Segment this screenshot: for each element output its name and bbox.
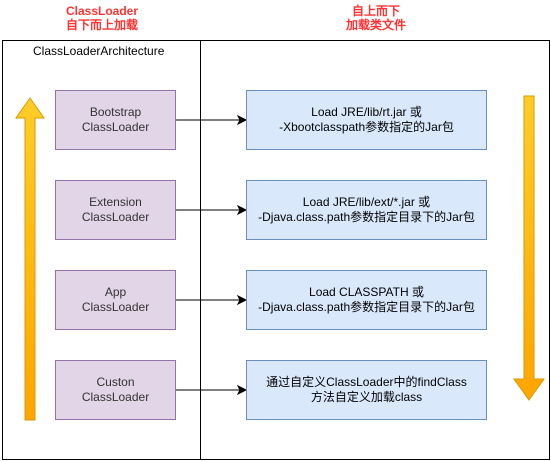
extension-classloader-box: Extension ClassLoader [55, 180, 176, 240]
bootstrap-description-box: Load JRE/lib/rt.jar 或 -Xbootclasspath参数指… [246, 90, 487, 150]
loader-name-line2: ClassLoader [81, 300, 150, 314]
left-title-line2: 自下而上加载 [65, 18, 138, 32]
desc-line2: -Djava.class.path参数指定目录下的Jar包 [258, 210, 475, 224]
connector-custom-head [236, 384, 248, 396]
right-title-line2: 加载类文件 [345, 18, 406, 32]
architecture-label: ClassLoaderArchitecture [33, 44, 165, 58]
desc-line1: Load CLASSPATH 或 [309, 285, 424, 299]
custom-classloader-box: Custon ClassLoader [55, 360, 176, 420]
desc-line2: 方法自定义加载class [310, 390, 423, 404]
loader-name-line1: Custon [96, 375, 135, 389]
architecture-frame-right [200, 40, 550, 460]
desc-line1: 通过自定义ClassLoader中的findClass [266, 375, 467, 389]
right-title: 自上而下 加载类文件 [326, 4, 426, 32]
connector-app-head [236, 294, 248, 306]
left-title-line1: ClassLoader [65, 4, 139, 18]
desc-line2: -Djava.class.path参数指定目录下的Jar包 [258, 300, 475, 314]
loader-name-line1: App [104, 285, 127, 299]
app-classloader-box: App ClassLoader [55, 270, 176, 330]
bootstrap-classloader-box: Bootstrap ClassLoader [55, 90, 176, 150]
top-down-arrow [513, 95, 545, 401]
loader-name-line2: ClassLoader [81, 120, 150, 134]
loader-name-line1: Bootstrap [89, 105, 142, 119]
connector-bootstrap-head [236, 114, 248, 126]
loader-name-line1: Extension [89, 195, 142, 209]
app-description-box: Load CLASSPATH 或 -Djava.class.path参数指定目录… [246, 270, 487, 330]
custom-description-box: 通过自定义ClassLoader中的findClass 方法自定义加载class [246, 360, 487, 420]
desc-line1: Load JRE/lib/rt.jar 或 [311, 105, 422, 119]
left-title: ClassLoader 自下而上加载 [50, 4, 154, 32]
loader-name-line2: ClassLoader [81, 210, 150, 224]
extension-description-box: Load JRE/lib/ext/*.jar 或 -Djava.class.pa… [246, 180, 487, 240]
loader-name-line2: ClassLoader [81, 390, 150, 404]
bottom-up-arrow [15, 97, 45, 421]
connector-extension-head [236, 204, 248, 216]
right-title-line1: 自上而下 [351, 4, 400, 18]
desc-line1: Load JRE/lib/ext/*.jar 或 [302, 195, 431, 209]
desc-line2: -Xbootclasspath参数指定的Jar包 [279, 120, 454, 134]
